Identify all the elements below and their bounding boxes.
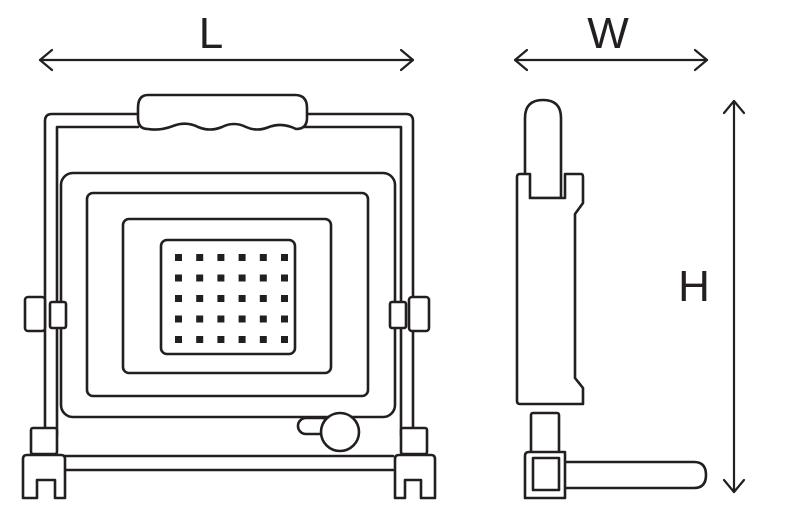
led-chip xyxy=(259,336,267,343)
led-chip xyxy=(175,274,182,282)
led-grid xyxy=(175,254,288,343)
led-chip xyxy=(259,254,267,261)
side-base-bracket xyxy=(523,450,567,500)
led-chip xyxy=(281,295,288,302)
led-chip xyxy=(217,274,225,282)
led-chip xyxy=(175,336,182,343)
switch-knob xyxy=(319,411,361,453)
side-housing xyxy=(515,172,585,406)
led-chip xyxy=(281,274,288,282)
led-chip xyxy=(238,295,246,302)
dimension-length: L xyxy=(38,9,415,72)
led-chip xyxy=(196,254,204,261)
led-chip xyxy=(175,295,182,302)
width-label: W xyxy=(587,9,629,58)
carry-handle xyxy=(136,93,309,131)
led-chip xyxy=(259,315,267,323)
led-chip xyxy=(281,254,288,261)
led-chip xyxy=(175,254,182,261)
led-chip xyxy=(281,336,288,343)
led-chip xyxy=(217,295,225,302)
led-chip xyxy=(196,295,204,302)
led-chip xyxy=(196,274,204,282)
left-pivot-knob xyxy=(23,295,47,333)
led-panel xyxy=(159,238,297,356)
side-view xyxy=(515,98,708,500)
length-label: L xyxy=(199,9,223,58)
led-chip xyxy=(217,254,225,261)
left-foot-post xyxy=(29,426,59,456)
left-foot xyxy=(21,453,67,500)
led-chip xyxy=(238,315,246,323)
led-chip xyxy=(175,315,182,323)
right-foot-post xyxy=(399,426,429,456)
dimension-height: H xyxy=(678,99,746,494)
right-pivot-knob xyxy=(407,295,431,333)
left-pivot-cap xyxy=(48,300,68,330)
side-handle xyxy=(523,98,563,200)
led-chip xyxy=(238,254,246,261)
led-chip xyxy=(238,336,246,343)
side-base-inner xyxy=(531,456,561,492)
led-chip xyxy=(259,295,267,302)
stand-frame-inner xyxy=(55,125,403,437)
stand-frame xyxy=(43,112,415,472)
led-chip xyxy=(196,336,204,343)
led-chip xyxy=(196,315,204,323)
height-label: H xyxy=(678,262,710,311)
led-chip xyxy=(217,336,225,343)
right-pivot-cap xyxy=(388,300,408,330)
right-foot xyxy=(393,453,437,500)
side-foot-bar xyxy=(558,460,708,490)
front-view xyxy=(21,93,437,500)
led-chip xyxy=(259,274,267,282)
led-chip xyxy=(217,315,225,323)
dimension-width: W xyxy=(513,9,709,72)
led-chip xyxy=(238,274,246,282)
led-chip xyxy=(281,315,288,323)
